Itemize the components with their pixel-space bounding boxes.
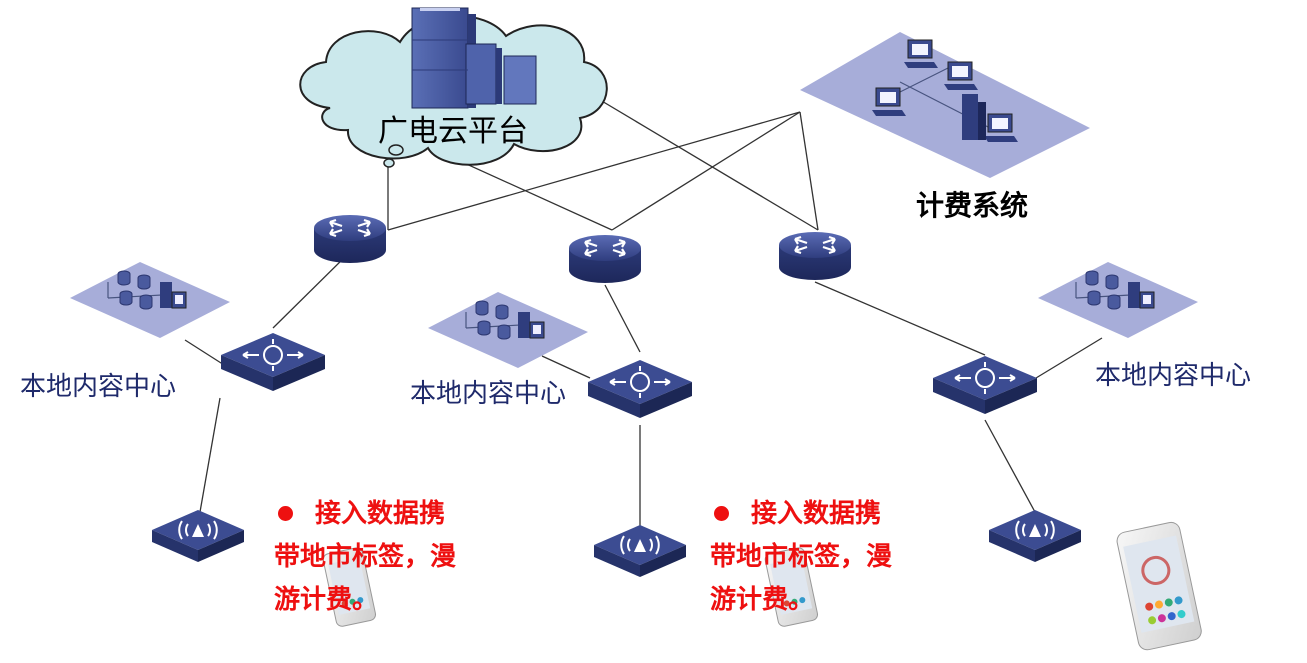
wireless-ap-icon — [988, 509, 1082, 563]
bullet-icon — [714, 505, 729, 521]
smartphone-icon — [322, 547, 377, 627]
switch-icon — [932, 355, 1038, 415]
content-center-panel — [69, 261, 231, 339]
note-line: 带地市标签，漫 — [274, 542, 457, 572]
note-line: 接入数据携 — [751, 499, 882, 529]
smartphone-icon — [764, 547, 819, 627]
content-center-label: 本地内容中心 — [1095, 361, 1252, 391]
note-line: 带地市标签，漫 — [710, 542, 893, 572]
content-center-panel — [1037, 261, 1199, 339]
content-center-label: 本地内容中心 — [410, 379, 567, 409]
router-icon — [567, 233, 643, 285]
bullet-icon — [278, 505, 293, 521]
content-center-panel — [427, 291, 589, 369]
cloud-platform-label: 广电云平台 — [378, 114, 528, 149]
roaming-billing-note: 接入数据携 带地市标签，漫 游计费。 — [274, 493, 456, 622]
router-icon — [312, 213, 388, 265]
wireless-ap-icon — [593, 524, 687, 578]
note-line: 游计费。 — [274, 585, 379, 615]
wireless-ap-icon — [151, 509, 245, 563]
billing-system-label: 计费系统 — [916, 189, 1029, 222]
router-icon — [777, 230, 853, 282]
content-center-label: 本地内容中心 — [20, 372, 177, 402]
billing-system-panel — [800, 32, 1090, 178]
network-links — [184, 87, 1103, 527]
switch-icon — [587, 359, 693, 419]
server-rack-icon — [411, 7, 537, 109]
note-line: 游计费。 — [710, 585, 815, 615]
switch-icon — [220, 332, 326, 392]
smartphone-icon — [1116, 521, 1202, 651]
roaming-billing-note: 接入数据携 带地市标签，漫 游计费。 — [710, 493, 892, 622]
note-line: 接入数据携 — [315, 499, 446, 529]
